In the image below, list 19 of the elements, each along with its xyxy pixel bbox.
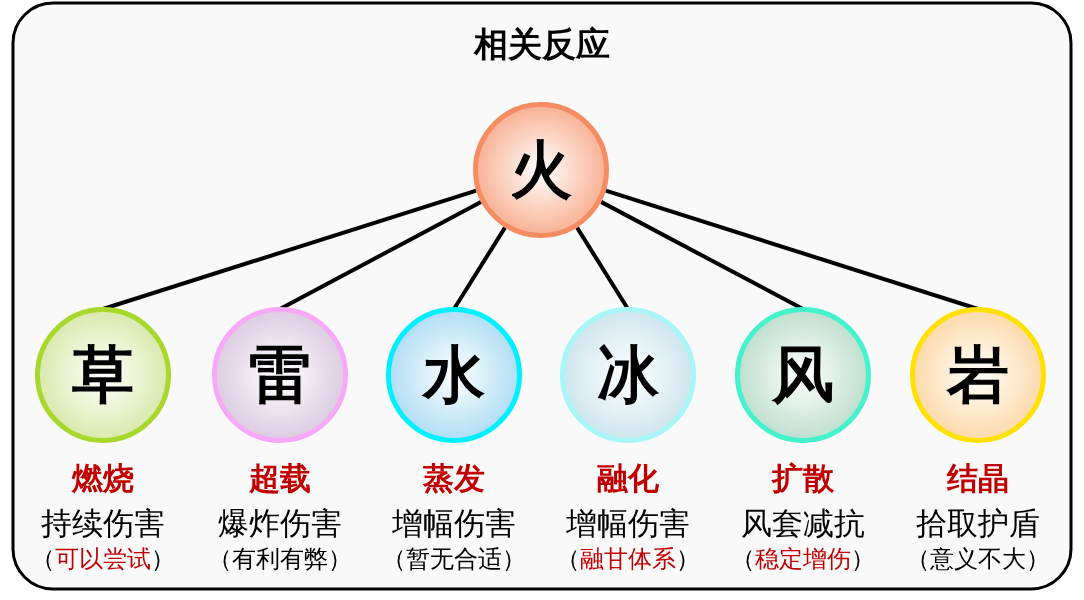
effect-text: 爆炸伤害 (217, 504, 343, 543)
note-text: （暂无合适） (381, 544, 527, 575)
effect-text: 增幅伤害 (565, 504, 691, 543)
note-text: （稳定增伤） (730, 544, 876, 575)
reaction-name: 扩散 (770, 459, 835, 498)
effect-text: 拾取护盾 (915, 504, 1041, 543)
title: 相关反应 (472, 23, 611, 66)
reaction-name: 融化 (596, 459, 660, 498)
reaction-name: 燃烧 (70, 459, 135, 498)
reaction-name: 结晶 (945, 459, 1010, 498)
note-text: （意义不大） (905, 544, 1051, 575)
effect-text: 增幅伤害 (391, 504, 517, 543)
effect-text: 持续伤害 (40, 504, 166, 543)
note-text: （可以尝试） (30, 544, 176, 575)
effect-text: 风套减抗 (740, 504, 866, 543)
note-text: （有利有弊） (207, 544, 353, 575)
note-text: （融甘体系） (555, 544, 701, 575)
reaction-name: 蒸发 (422, 459, 486, 498)
reaction-name: 超载 (248, 459, 312, 498)
